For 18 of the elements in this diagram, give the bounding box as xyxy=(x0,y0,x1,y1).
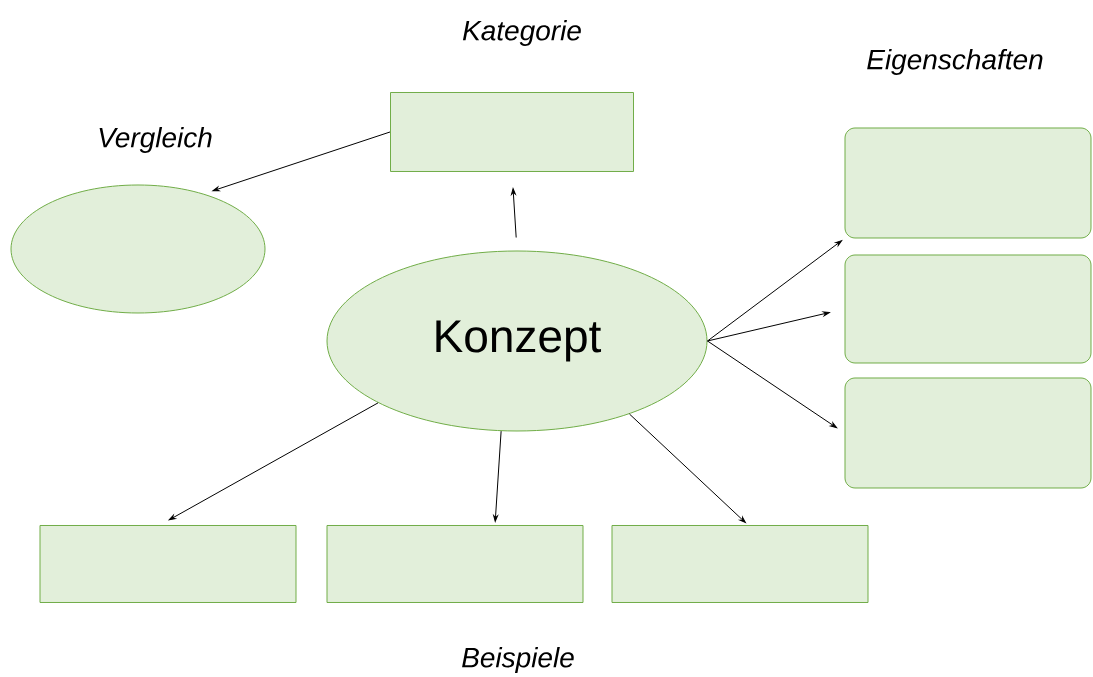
node-heading: Vergleich xyxy=(99,126,212,154)
example-box xyxy=(611,525,869,603)
group-heading: Eigenschaften xyxy=(867,48,1043,76)
property-box xyxy=(844,127,1092,239)
arrow xyxy=(707,240,843,342)
arrow xyxy=(493,430,502,522)
node-heading: Kategorie xyxy=(462,19,581,47)
property-box xyxy=(844,254,1092,364)
arrow xyxy=(511,188,517,238)
arrow xyxy=(707,340,838,429)
arrow xyxy=(707,311,830,342)
arrow xyxy=(168,402,379,521)
property-box xyxy=(844,377,1092,489)
example-box xyxy=(326,525,584,603)
example-box xyxy=(39,525,297,603)
arrow xyxy=(212,131,391,192)
group-heading: Beispiele xyxy=(462,646,574,674)
arrow xyxy=(629,413,746,524)
